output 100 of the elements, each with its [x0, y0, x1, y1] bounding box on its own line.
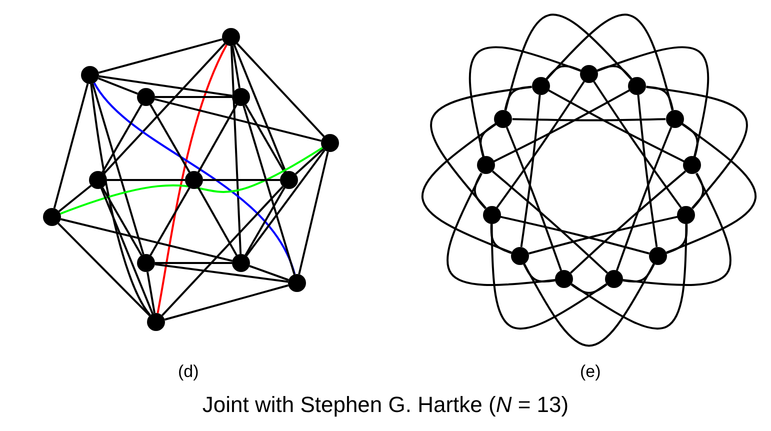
graph-vertex: [232, 88, 250, 106]
graph-vertex: [677, 206, 696, 224]
graph-vertex: [232, 254, 250, 272]
graph-edge: [154, 98, 322, 142]
graph-edge: [546, 65, 582, 80]
graph-edge: [637, 94, 658, 248]
graph-edge: [546, 14, 674, 110]
graph-edge: [107, 179, 185, 181]
graph-edge: [682, 122, 698, 158]
graph-edge: [92, 83, 144, 255]
graph-vertex: [185, 171, 203, 189]
graph-vertex: [683, 156, 702, 174]
graph-edge: [504, 86, 532, 110]
graph-edge: [249, 265, 289, 281]
graph-edge: [528, 216, 678, 254]
graph-edge: [548, 89, 685, 162]
graph-vertex: [482, 206, 501, 224]
graph-edge: [233, 44, 287, 172]
graph-edge: [520, 94, 541, 248]
graph-edge: [90, 84, 151, 316]
graph-edge: [53, 83, 89, 209]
graph-edge: [98, 77, 138, 95]
graph-edge: [198, 187, 238, 256]
graph-edge: [103, 42, 226, 174]
graph-edge: [150, 187, 190, 256]
graph-edge: [593, 80, 682, 208]
graph-edge: [490, 224, 512, 254]
caption: Joint with Stephen G. Hartke (N = 13): [201, 392, 570, 418]
graph-edge: [570, 170, 686, 274]
graph-edge: [430, 86, 532, 209]
graph-edge: [474, 172, 486, 210]
graph-edge: [469, 46, 581, 157]
graph-edge: [98, 75, 232, 97]
graph-edge: [58, 184, 92, 212]
graph-edge: [616, 126, 672, 271]
graph-vertex: [81, 66, 99, 84]
graph-vertex: [532, 76, 550, 95]
graph-vertex: [511, 246, 530, 265]
graph-edge: [646, 86, 674, 110]
graph-edge: [232, 46, 240, 88]
graph-vertex: [137, 254, 155, 272]
graph-edge: [480, 122, 496, 158]
graph-edge: [198, 104, 238, 173]
graph-edge: [154, 263, 288, 283]
graph-edge: [298, 152, 329, 274]
graph-edge: [492, 170, 608, 274]
graph-vertex: [494, 110, 512, 128]
graph-edge: [161, 186, 284, 316]
graph-vertex: [555, 270, 574, 288]
graph-vertex: [476, 156, 495, 174]
graph-edge: [646, 86, 748, 209]
graph-vertex: [628, 76, 646, 95]
graph-edge: [496, 80, 585, 208]
graph-edge: [570, 284, 608, 294]
graph-edge: [155, 96, 232, 98]
graph-vertex: [89, 171, 107, 189]
panel-label: (e): [580, 362, 601, 382]
graph-vertex: [666, 110, 684, 128]
graph-edge: [490, 224, 608, 330]
graph-edge: [622, 264, 655, 282]
graph-edge: [102, 187, 142, 256]
graph-edge: [596, 65, 632, 80]
graph-edge: [60, 218, 233, 262]
graph-edge: [666, 224, 688, 254]
graph-edge: [236, 42, 325, 138]
graph-edge: [60, 146, 323, 215]
graph-edge: [98, 38, 223, 74]
graph-vertex: [43, 208, 61, 226]
graph-vertex: [137, 88, 155, 106]
graph-edge: [58, 222, 150, 316]
graph-edge: [146, 272, 156, 314]
graph-edge: [244, 104, 286, 173]
graph-edge: [164, 284, 289, 321]
graph-edge: [493, 89, 630, 162]
graph-edge: [203, 179, 280, 181]
graph-edge: [504, 14, 632, 110]
graph-edge: [155, 262, 232, 264]
graph-edge: [93, 82, 296, 275]
graph-edge: [622, 172, 732, 286]
graph-edge: [156, 44, 228, 314]
graph-edge: [570, 224, 688, 330]
graph-edge: [597, 46, 709, 157]
graph-edge: [422, 123, 512, 254]
graph-edge: [230, 46, 242, 254]
graph-edge: [100, 188, 154, 314]
panel-label: (d): [178, 362, 199, 382]
graph-edge: [523, 264, 556, 282]
graph-edge: [246, 150, 326, 256]
graph-edge: [500, 216, 650, 254]
graph-edge: [523, 263, 655, 346]
graph-edge: [692, 172, 704, 210]
graph-vertex: [147, 313, 165, 331]
graph-edge: [295, 148, 324, 175]
graph-edge: [506, 126, 562, 271]
graph-vertex: [280, 171, 298, 189]
graph-vertex: [222, 28, 240, 46]
graph-edge: [242, 105, 296, 275]
graph-edge: [666, 123, 756, 254]
graph-edge: [446, 172, 556, 286]
graph-vertex: [580, 65, 598, 83]
